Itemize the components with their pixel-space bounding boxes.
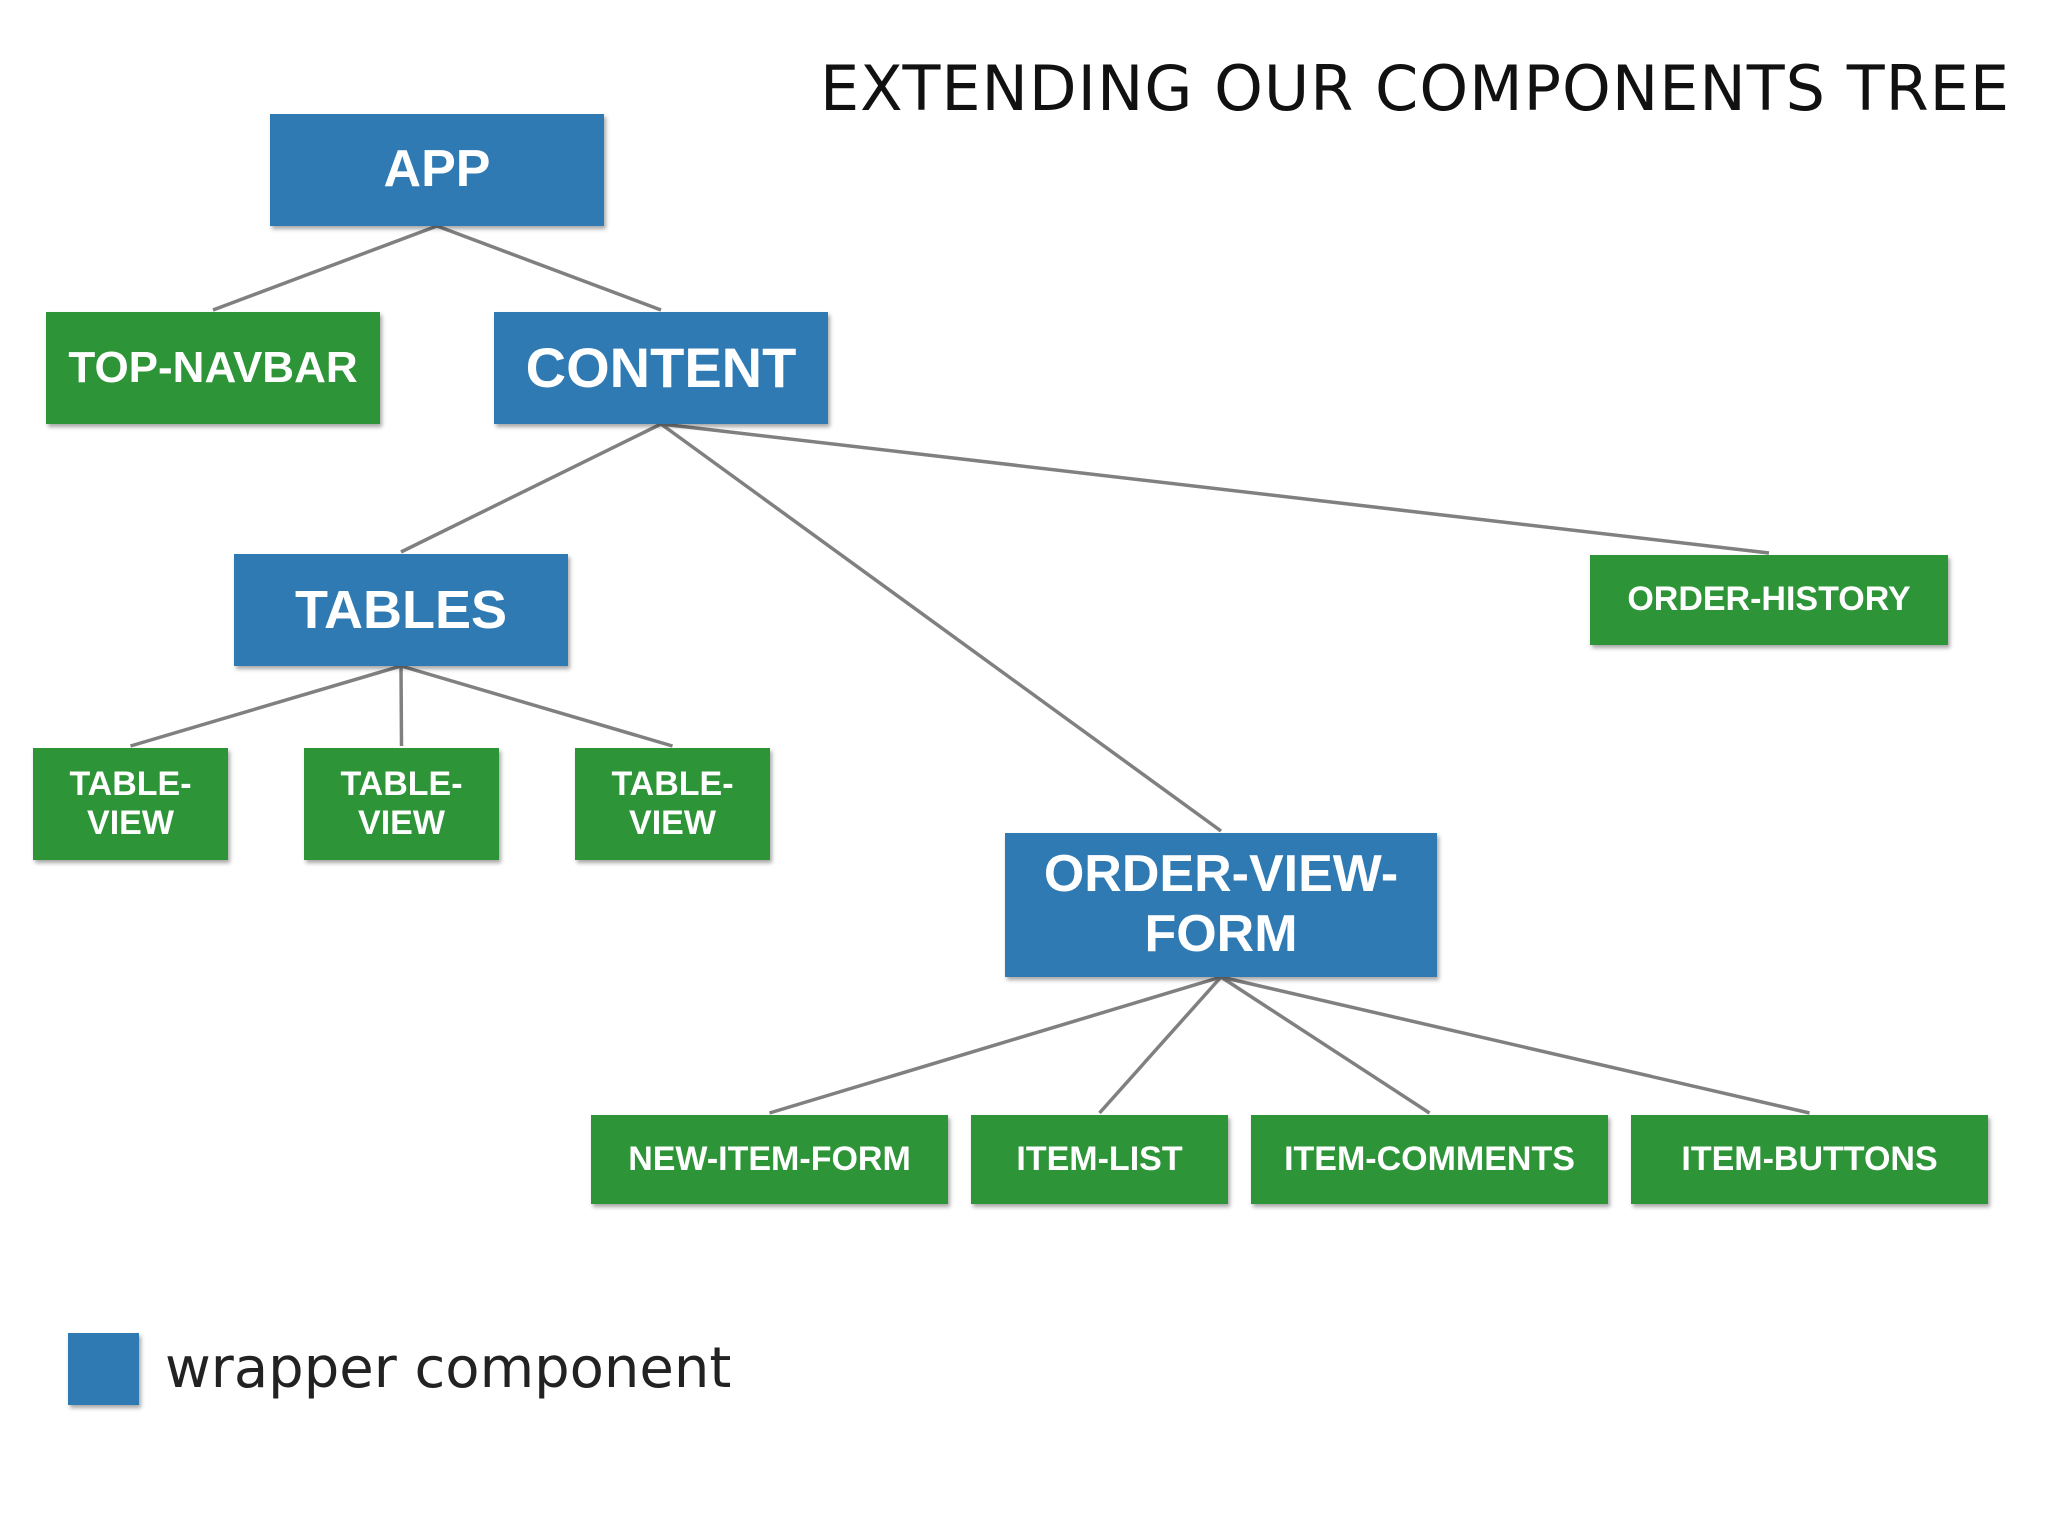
- connector-content-to-tables: [400, 422, 662, 554]
- legend-wrapper-swatch: [68, 1333, 139, 1405]
- legend-label: wrapper component: [165, 1336, 732, 1401]
- connector-order-view-form-to-item-list: [1098, 975, 1223, 1115]
- node-table-view: TABLE- VIEW: [575, 748, 770, 860]
- connector-order-view-form-to-new-item-form: [768, 975, 1222, 1115]
- node-table-view: TABLE- VIEW: [304, 748, 499, 860]
- node-item-list: ITEM-LIST: [971, 1115, 1228, 1204]
- connector-order-view-form-to-item-buttons: [1220, 975, 1810, 1115]
- connector-content-to-order-view-form: [659, 422, 1223, 833]
- node-tables: TABLES: [234, 554, 568, 666]
- node-item-buttons: ITEM-BUTTONS: [1631, 1115, 1988, 1204]
- connector-content-to-order-history: [660, 422, 1770, 555]
- connector-tables-to-table-view-3: [400, 664, 673, 748]
- node-order-view-form: ORDER-VIEW- FORM: [1005, 833, 1437, 977]
- node-new-item-form: NEW-ITEM-FORM: [591, 1115, 948, 1204]
- node-table-view: TABLE- VIEW: [33, 748, 228, 860]
- connector-order-view-form-to-item-comments: [1220, 975, 1431, 1115]
- node-app: APP: [270, 114, 604, 226]
- connector-tables-to-table-view-2: [399, 665, 404, 747]
- node-item-comments: ITEM-COMMENTS: [1251, 1115, 1608, 1204]
- node-top-navbar: TOP-NAVBAR: [46, 312, 380, 424]
- node-content: CONTENT: [494, 312, 828, 424]
- node-order-history: ORDER-HISTORY: [1590, 555, 1948, 645]
- diagram-title: EXTENDING OUR COMPONENTS TREE: [819, 52, 2010, 125]
- connector-tables-to-table-view-1: [130, 664, 402, 748]
- connector-app-to-top-navbar: [212, 224, 438, 312]
- connector-app-to-content: [436, 224, 662, 312]
